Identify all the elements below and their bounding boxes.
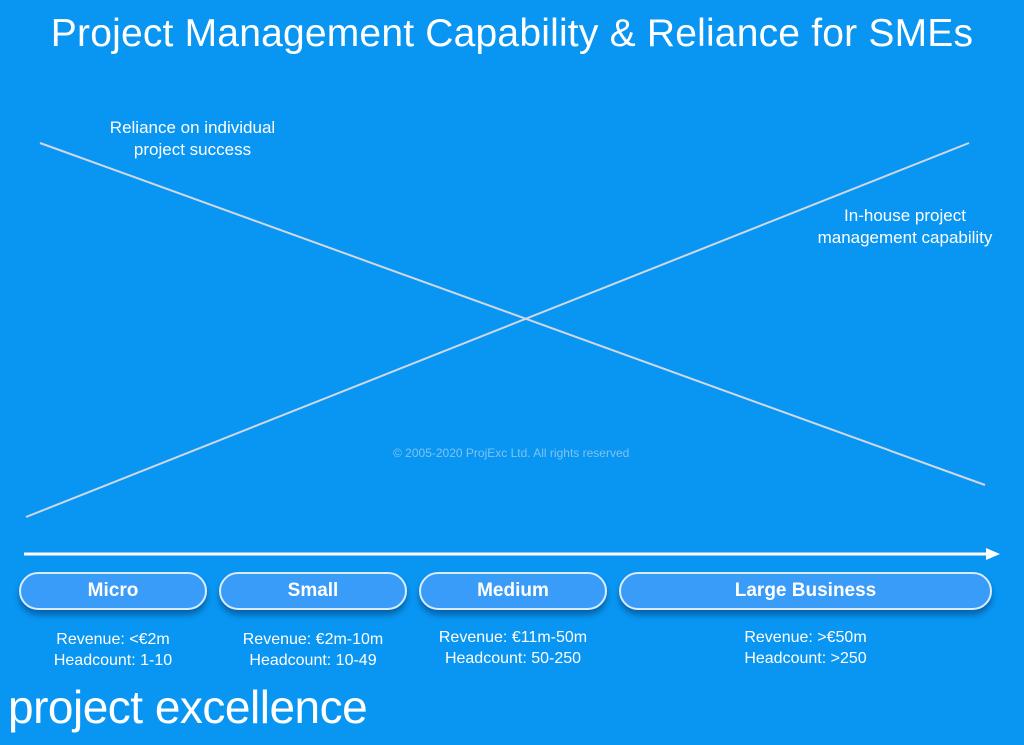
reliance-label: Reliance on individual project success xyxy=(90,117,295,161)
headcount-text: Headcount: 10-49 xyxy=(249,652,377,669)
category-info-small: Revenue: €2m-10m Headcount: 10-49 xyxy=(213,629,413,671)
category-medium: Medium xyxy=(419,572,607,610)
category-info-large: Revenue: >€50m Headcount: >250 xyxy=(619,627,992,669)
copyright: © 2005-2020 ProjExc Ltd. All rights rese… xyxy=(393,446,630,460)
page-title: Project Management Capability & Reliance… xyxy=(50,12,974,55)
reliance-line xyxy=(39,142,986,486)
reliance-label-line: Reliance on individual xyxy=(109,118,276,137)
reliance-label-line: project success xyxy=(133,140,252,159)
category-micro: Micro xyxy=(19,572,207,610)
category-info-micro: Revenue: <€2m Headcount: 1-10 xyxy=(19,629,207,671)
revenue-text: Revenue: >€50m xyxy=(744,629,867,646)
headcount-text: Headcount: 1-10 xyxy=(53,652,173,669)
revenue-text: Revenue: €11m-50m xyxy=(438,629,588,646)
category-small: Small xyxy=(219,572,407,610)
arrow-head-icon xyxy=(986,548,1000,560)
revenue-text: Revenue: <€2m xyxy=(56,631,170,648)
capability-label-line: management capability xyxy=(817,228,993,247)
capability-label-line: In-house project xyxy=(844,206,966,225)
headcount-text: Headcount: >250 xyxy=(744,650,867,667)
category-info-medium: Revenue: €11m-50m Headcount: 50-250 xyxy=(411,627,615,669)
capability-label: In-house project management capability xyxy=(800,205,1010,249)
capability-line xyxy=(25,142,970,518)
brand-logo-text: project excellence xyxy=(8,681,368,733)
headcount-text: Headcount: 50-250 xyxy=(444,650,582,667)
revenue-text: Revenue: €2m-10m xyxy=(242,631,384,648)
category-large: Large Business xyxy=(619,572,992,610)
